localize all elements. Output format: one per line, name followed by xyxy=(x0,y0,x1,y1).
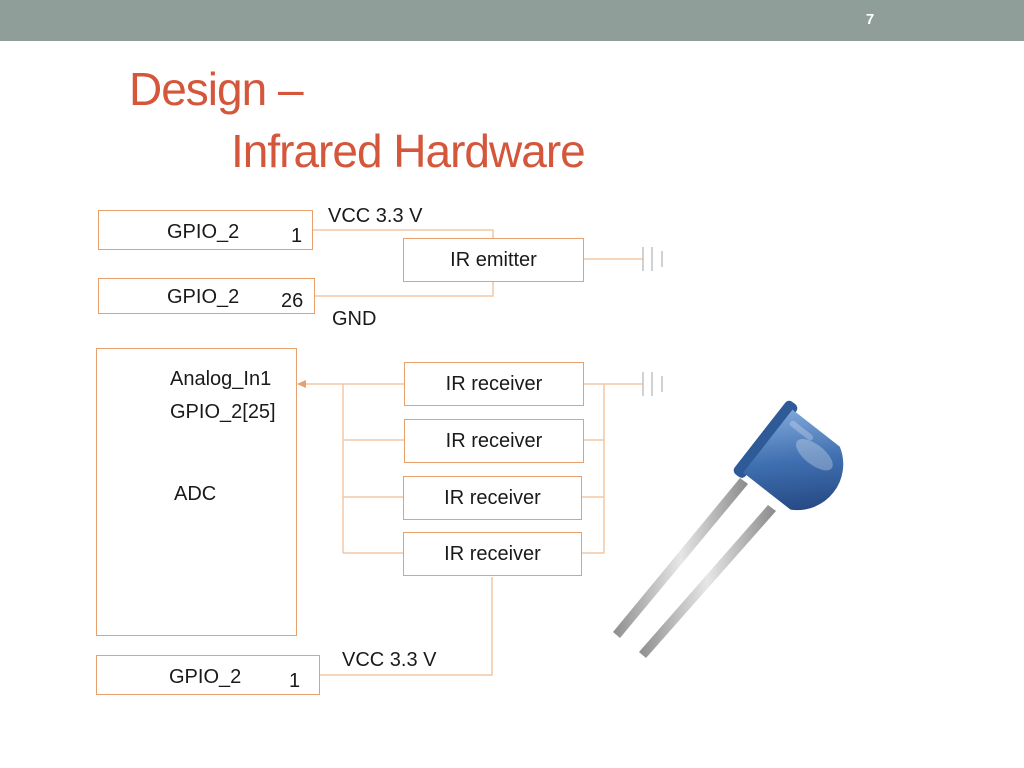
gpio-top-box: GPIO_2 1 xyxy=(98,210,313,250)
ir-receiver-box: IR receiver xyxy=(403,532,582,576)
header-bar: 7 xyxy=(0,0,1024,41)
gpio-25-label: GPIO_2[25] xyxy=(170,401,276,423)
slide-title-line1: Design – xyxy=(129,63,304,115)
ir-led-photo xyxy=(613,400,844,658)
gpio-bottom-pin: 1 xyxy=(289,670,301,692)
slide-title-line2: Infrared Hardware xyxy=(231,125,586,177)
gnd-label: GND xyxy=(332,308,377,330)
ground-symbol-icon xyxy=(642,372,663,396)
led-body xyxy=(733,400,844,511)
gpio-top-pin: 1 xyxy=(291,225,303,247)
gpio-middle-box: GPIO_2 26 xyxy=(98,278,315,314)
arrow-head-icon xyxy=(297,380,306,388)
ir-emitter-label: IR emitter xyxy=(450,249,537,271)
ir-receiver-box: IR receiver xyxy=(404,419,584,463)
vcc-receiver-label: VCC 3.3 V xyxy=(342,649,437,671)
adc-label: ADC xyxy=(174,483,217,505)
wire-gnd-emitter xyxy=(315,282,494,297)
gpio-middle-pin: 26 xyxy=(281,290,304,312)
gpio-middle-label: GPIO_2 xyxy=(167,286,240,308)
analog-in-label: Analog_In1 xyxy=(170,368,272,390)
gpio-bottom-box: GPIO_2 1 xyxy=(96,655,320,695)
adc-block: Analog_In1 GPIO_2[25] ADC xyxy=(96,348,297,636)
ir-emitter-box: IR emitter xyxy=(403,238,584,282)
wire-vcc-emitter xyxy=(313,229,494,238)
ir-receiver-label: IR receiver xyxy=(445,430,543,452)
vcc-emitter-label: VCC 3.3 V xyxy=(328,205,423,227)
gpio-bottom-label: GPIO_2 xyxy=(169,666,242,688)
wire-vcc-receivers xyxy=(320,577,493,676)
led-legs xyxy=(613,478,776,658)
ir-receiver-label: IR receiver xyxy=(445,373,543,395)
ground-symbol-icon xyxy=(642,247,663,271)
gpio-top-label: GPIO_2 xyxy=(167,221,240,243)
page-number: 7 xyxy=(865,11,875,28)
ir-receiver-box: IR receiver xyxy=(403,476,582,520)
ir-receiver-label: IR receiver xyxy=(444,543,541,565)
ir-receiver-box: IR receiver xyxy=(404,362,584,406)
ir-receiver-label: IR receiver xyxy=(444,487,541,509)
